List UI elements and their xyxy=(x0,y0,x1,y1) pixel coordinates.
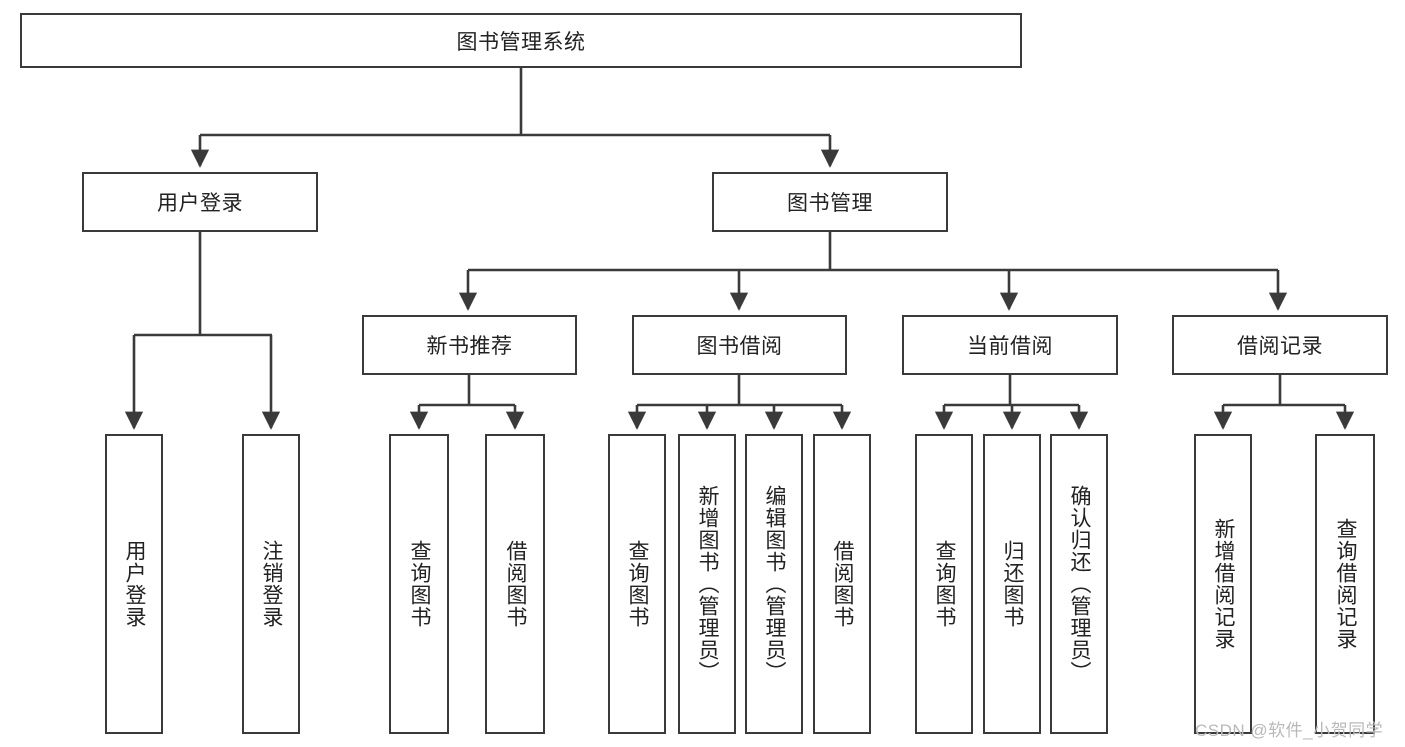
leaf-logout-label: 注销登录 xyxy=(260,540,284,628)
leaf-return-book-label: 归还图书 xyxy=(1001,540,1025,628)
leaf-query-borrow-record-label: 查询借阅记录 xyxy=(1334,518,1358,650)
leaf-query-book-newbook[interactable]: 查询图书 xyxy=(389,434,449,734)
leaf-return-book[interactable]: 归还图书 xyxy=(983,434,1041,734)
leaf-query-book-current-label: 查询图书 xyxy=(933,540,957,628)
node-root[interactable]: 图书管理系统 xyxy=(20,13,1022,68)
node-user-login-label: 用户登录 xyxy=(157,192,243,215)
leaf-edit-book-admin-label: 编辑图书（管理员） xyxy=(763,485,787,683)
leaf-add-book-admin[interactable]: 新增图书（管理员） xyxy=(678,434,736,734)
node-current-borrow-label: 当前借阅 xyxy=(967,335,1053,358)
leaf-query-book-borrow-label: 查询图书 xyxy=(626,540,650,628)
node-book-borrow-label: 图书借阅 xyxy=(696,335,783,358)
node-new-book-recommend-label: 新书推荐 xyxy=(426,335,513,358)
watermark: CSDN @软件_小贺同学 xyxy=(1195,721,1384,740)
leaf-query-book-newbook-label: 查询图书 xyxy=(408,540,432,628)
node-book-management-label: 图书管理 xyxy=(787,192,873,215)
node-borrow-record[interactable]: 借阅记录 xyxy=(1172,315,1388,375)
node-book-borrow[interactable]: 图书借阅 xyxy=(632,315,847,375)
node-root-label: 图书管理系统 xyxy=(456,30,586,54)
leaf-query-book-borrow[interactable]: 查询图书 xyxy=(608,434,666,734)
leaf-borrow-book[interactable]: 借阅图书 xyxy=(813,434,871,734)
leaf-confirm-return-admin[interactable]: 确认归还（管理员） xyxy=(1050,434,1108,734)
leaf-edit-book-admin[interactable]: 编辑图书（管理员） xyxy=(745,434,803,734)
leaf-logout[interactable]: 注销登录 xyxy=(242,434,300,734)
leaf-query-borrow-record[interactable]: 查询借阅记录 xyxy=(1315,434,1375,734)
node-user-login[interactable]: 用户登录 xyxy=(82,172,318,232)
leaf-add-borrow-record[interactable]: 新增借阅记录 xyxy=(1194,434,1252,734)
leaf-query-book-current[interactable]: 查询图书 xyxy=(915,434,973,734)
node-book-management[interactable]: 图书管理 xyxy=(712,172,948,232)
leaf-add-book-admin-label: 新增图书（管理员） xyxy=(696,485,720,683)
leaf-confirm-return-admin-label: 确认归还（管理员） xyxy=(1068,485,1092,683)
leaf-borrow-book-newbook[interactable]: 借阅图书 xyxy=(485,434,545,734)
node-current-borrow[interactable]: 当前借阅 xyxy=(902,315,1118,375)
leaf-borrow-book-newbook-label: 借阅图书 xyxy=(504,540,528,628)
leaf-user-login-label: 用户登录 xyxy=(123,540,147,628)
leaf-borrow-book-label: 借阅图书 xyxy=(831,540,855,628)
node-new-book-recommend[interactable]: 新书推荐 xyxy=(362,315,577,375)
leaf-add-borrow-record-label: 新增借阅记录 xyxy=(1212,518,1236,650)
node-borrow-record-label: 借阅记录 xyxy=(1237,335,1323,358)
leaf-user-login[interactable]: 用户登录 xyxy=(105,434,163,734)
